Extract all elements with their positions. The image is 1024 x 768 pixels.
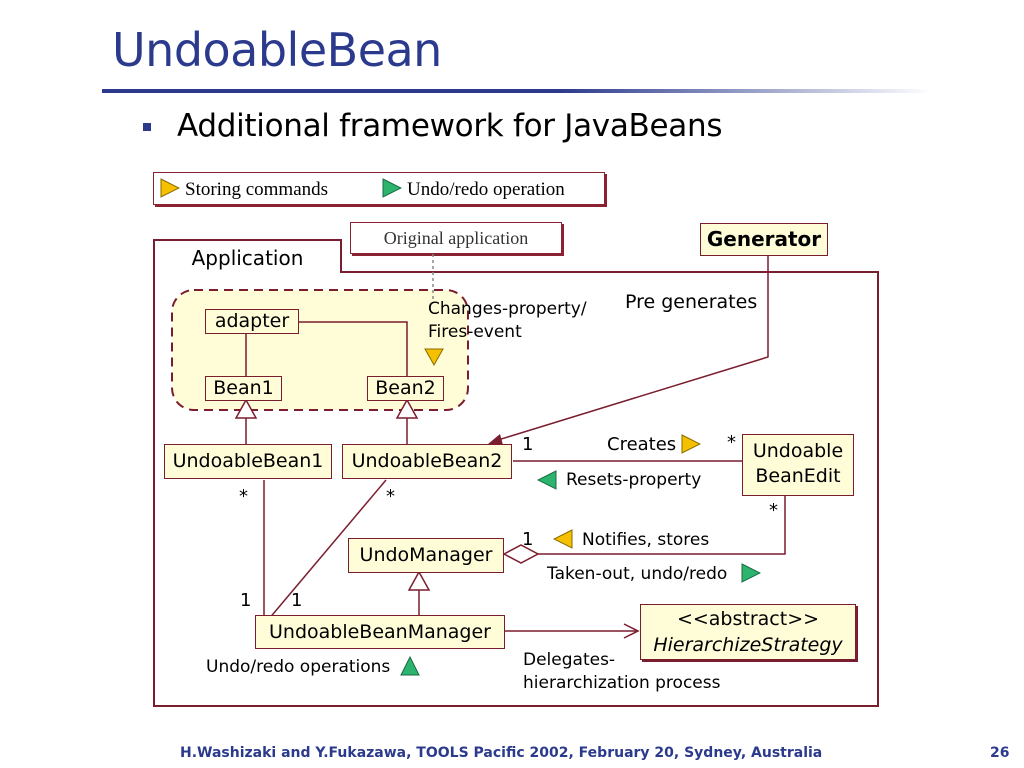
hierarchize-strategy-name: HierarchizeStrategy xyxy=(653,634,843,656)
application-frame xyxy=(153,271,879,707)
bean1-multiplicity-many: * xyxy=(239,486,248,507)
adapter-class: adapter xyxy=(205,309,299,334)
adapter-bean2-line xyxy=(298,321,408,378)
undoable-bean-edit-line1: Undoable xyxy=(752,440,844,462)
taken-out-label: Taken-out, undo/redo xyxy=(547,564,728,584)
hierarchize-stereotype: <<abstract>> xyxy=(676,608,820,630)
manager-multiplicity-one-a: 1 xyxy=(240,590,252,611)
left-triangle-icon xyxy=(552,529,573,553)
hierarchize-strategy-class: <<abstract>> HierarchizeStrategy xyxy=(640,604,856,660)
notifies-multiplicity-one: 1 xyxy=(522,529,534,550)
undoable-bean2-class: UndoableBean2 xyxy=(342,444,512,479)
undoable-bean1-class: UndoableBean1 xyxy=(164,444,332,479)
bullet-text: Additional framework for JavaBeans xyxy=(177,108,723,144)
up-triangle-icon xyxy=(400,655,420,680)
bullet-square-icon xyxy=(143,123,151,131)
bean2-multiplicity-many: * xyxy=(386,486,395,507)
legend-undo-redo-label: Undo/redo operation xyxy=(407,179,565,200)
legend xyxy=(153,172,605,205)
inherit-bean1-arrow xyxy=(234,398,258,419)
legend-storing-icon xyxy=(160,178,181,202)
edit-multiplicity-many: * xyxy=(769,500,778,521)
down-triangle-icon xyxy=(424,348,444,370)
undo-redo-operations-label: Undo/redo operations xyxy=(206,657,391,677)
right-triangle-icon xyxy=(741,563,762,587)
inherit-manager-arrow xyxy=(407,570,431,591)
changes-property-label-line1: Changes-property/ xyxy=(428,299,587,319)
slide-title: UndoableBean xyxy=(112,23,442,77)
creates-label: Creates xyxy=(607,434,677,455)
delegates-arrowhead xyxy=(623,623,640,639)
footer-citation: H.Washizaki and Y.Fukazawa, TOOLS Pacifi… xyxy=(180,745,823,761)
resets-property-label: Resets-property xyxy=(566,470,702,490)
notifies-line xyxy=(538,496,786,555)
pre-generates-label: Pre generates xyxy=(625,291,758,313)
right-triangle-icon xyxy=(681,434,702,458)
generator-box: Generator xyxy=(700,223,828,256)
aggregation-diamond xyxy=(502,544,540,564)
undoable-bean-edit-line2: BeanEdit xyxy=(755,465,841,487)
title-underline xyxy=(102,89,932,93)
bean1-class: Bean1 xyxy=(205,376,282,401)
notifies-stores-label: Notifies, stores xyxy=(582,530,710,550)
manager-multiplicity-one-b: 1 xyxy=(291,590,303,611)
bean2-manager-line xyxy=(267,479,387,621)
creates-multiplicity-one: 1 xyxy=(522,434,534,455)
original-application-note: Original application xyxy=(350,222,562,254)
legend-storing-label: Storing commands xyxy=(185,179,329,200)
legend-undo-redo-icon xyxy=(382,178,403,202)
creates-multiplicity-many: * xyxy=(727,432,736,453)
pre-generates-line xyxy=(497,256,769,441)
inherit-bean2-arrow xyxy=(395,398,419,419)
page-number: 26 xyxy=(990,745,1010,761)
undoable-bean-edit-class: Undoable BeanEdit xyxy=(742,434,854,496)
bean2-class: Bean2 xyxy=(367,376,444,401)
left-triangle-icon xyxy=(536,470,557,494)
delegates-label-line1: Delegates- xyxy=(523,650,616,670)
delegates-label-line2: hierarchization process xyxy=(523,673,721,693)
pre-generates-arrowhead xyxy=(488,434,503,445)
undoable-bean-manager-class: UndoableBeanManager xyxy=(255,615,505,649)
changes-property-label-line2: Fires-event xyxy=(428,322,522,342)
application-tab: Application xyxy=(153,239,342,273)
undo-manager-class: UndoManager xyxy=(348,538,504,573)
